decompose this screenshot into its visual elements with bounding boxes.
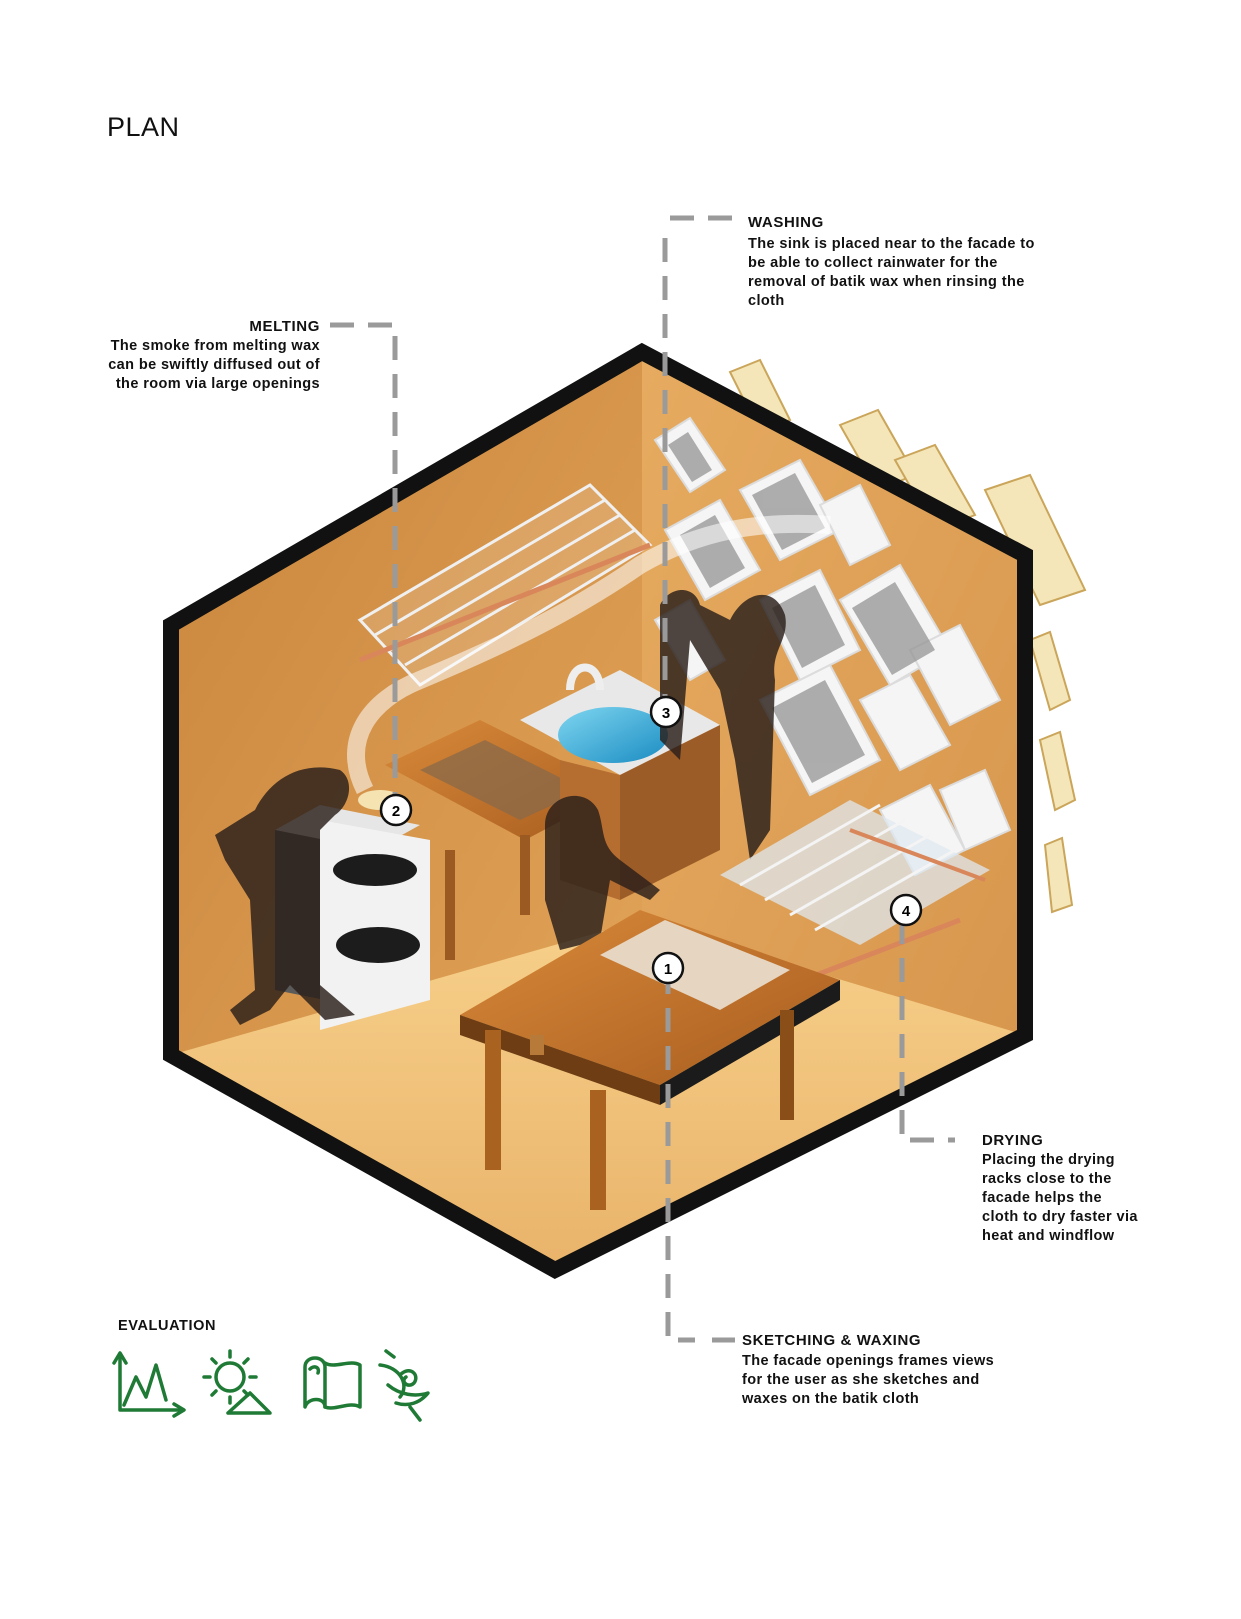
svg-text:2: 2 (392, 803, 400, 820)
floor-drying-rack (720, 800, 990, 988)
melting-annotation: MELTING The smoke from melting wax can b… (70, 318, 320, 394)
smoke-trail (347, 514, 831, 795)
line-graph-icon (112, 1351, 186, 1418)
drying-description: Placing the drying racks close to the fa… (982, 1152, 1138, 1244)
evaluation-icons (112, 1349, 430, 1422)
melting-heading: MELTING (249, 318, 320, 335)
washing-heading: WASHING (748, 214, 824, 231)
marker-2: 2 (379, 793, 413, 827)
sketching-description: The facade openings frames views for the… (742, 1353, 995, 1407)
marker-3: 3 (649, 695, 683, 729)
svg-text:4: 4 (902, 903, 911, 920)
washing-annotation: WASHING The sink is placed near to the f… (748, 214, 1035, 311)
front-table (460, 910, 840, 1210)
drying-heading: DRYING (982, 1132, 1044, 1149)
page-title: PLAN (107, 112, 180, 142)
marker-1: 1 (651, 951, 685, 985)
facade-panels (728, 358, 1087, 914)
washing-description: The sink is placed near to the facade to… (748, 236, 1035, 309)
sketching-heading: SKETCHING & WAXING (742, 1332, 922, 1349)
marker-4: 4 (889, 893, 923, 927)
wind-swirl-icon (378, 1349, 430, 1422)
svg-text:3: 3 (662, 705, 670, 722)
leader-lines (330, 215, 955, 1343)
scroll-cloth-icon (303, 1356, 362, 1410)
people-silhouettes (215, 590, 786, 1025)
melting-description: The smoke from melting wax can be swiftl… (108, 338, 320, 392)
sun-angle-icon (202, 1349, 272, 1415)
drying-annotation: DRYING Placing the drying racks close to… (982, 1132, 1138, 1246)
evaluation-title: EVALUATION (118, 1318, 217, 1334)
sketching-annotation: SKETCHING & WAXING The facade openings f… (742, 1332, 994, 1409)
svg-text:1: 1 (664, 961, 672, 978)
room-frame (163, 342, 1033, 1280)
